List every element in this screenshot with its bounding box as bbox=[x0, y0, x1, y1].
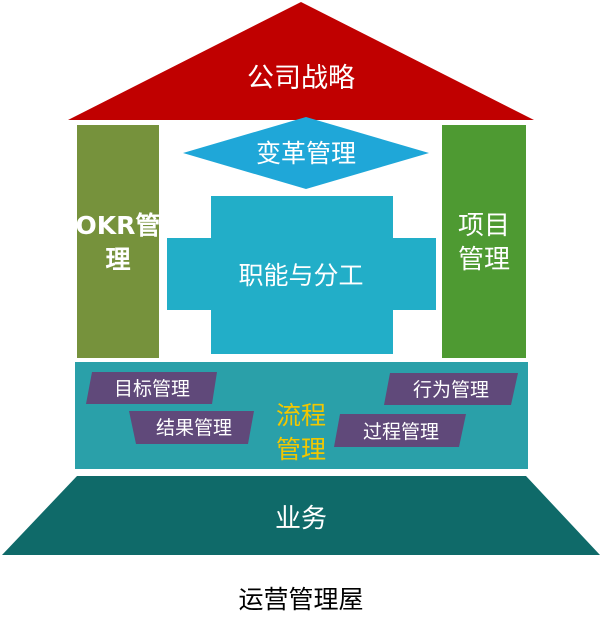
right-pillar-label-line2: 管理 bbox=[458, 245, 510, 275]
tag-process bbox=[334, 414, 466, 447]
left-pillar-label-line1: OKR管 bbox=[76, 211, 161, 240]
tag-result bbox=[129, 411, 254, 444]
base-trapezoid bbox=[2, 476, 600, 555]
cross-shape bbox=[167, 196, 436, 354]
left-pillar bbox=[77, 125, 159, 358]
diamond-label: 变革管理 bbox=[256, 139, 356, 168]
diagram-caption: 运营管理屋 bbox=[238, 585, 363, 614]
process-band-label-line1: 流程 bbox=[276, 401, 326, 430]
process-band-label-line2: 管理 bbox=[276, 435, 326, 464]
tag-behavior-label: 行为管理 bbox=[413, 379, 489, 401]
tag-behavior bbox=[384, 373, 518, 405]
roof-label: 公司战略 bbox=[247, 63, 355, 94]
left-pillar-label-line2: 理 bbox=[105, 245, 130, 274]
tag-goal bbox=[86, 372, 217, 404]
base-label: 业务 bbox=[275, 504, 327, 534]
tag-process-label: 过程管理 bbox=[363, 421, 439, 443]
right-pillar bbox=[442, 125, 526, 358]
tag-result-label: 结果管理 bbox=[156, 417, 232, 439]
roof-triangle bbox=[68, 2, 534, 120]
right-pillar-label-line1: 项目 bbox=[458, 211, 510, 241]
cross-label: 职能与分工 bbox=[238, 261, 363, 290]
diamond-shape bbox=[183, 117, 429, 189]
tag-goal-label: 目标管理 bbox=[114, 378, 190, 400]
